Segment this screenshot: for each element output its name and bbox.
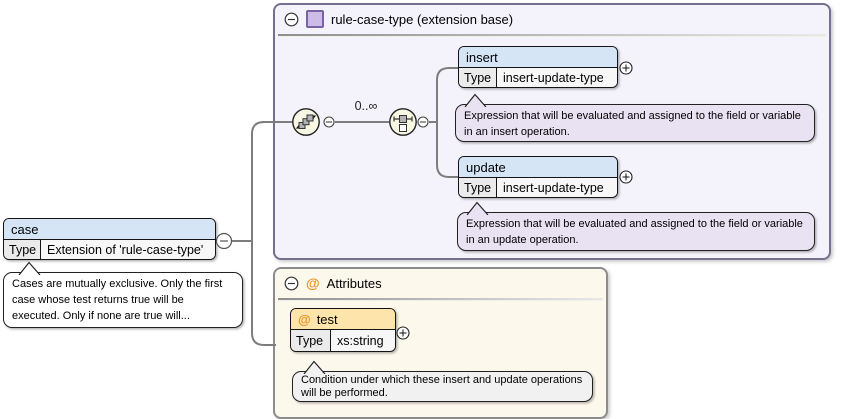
extension-base-title: rule-case-type (extension base)	[331, 11, 514, 27]
annotation-pointer	[464, 93, 487, 107]
occurrence-label: 0..∞	[354, 99, 378, 113]
annotation-text: Expression that will be evaluated and as…	[464, 110, 801, 138]
collapse-icon[interactable]	[215, 232, 233, 250]
header-separator	[278, 34, 826, 37]
type-label: Type	[459, 178, 497, 197]
annotation-text: Cases are mutually exclusive. Only the f…	[12, 278, 223, 322]
attribute-test[interactable]: @ test Type xs:string	[290, 308, 396, 352]
collapse-icon[interactable]	[417, 116, 429, 128]
element-update[interactable]: update Type insert-update-type	[458, 156, 618, 198]
annotation-text: Condition under which these insert and u…	[301, 374, 583, 399]
annotation-update: Expression that will be evaluated and as…	[457, 201, 815, 251]
element-name: insert	[459, 47, 617, 68]
type-value: insert-update-type	[497, 178, 617, 197]
complex-type-icon	[306, 10, 324, 28]
annotation-pointer	[18, 261, 41, 275]
collapse-icon[interactable]	[284, 276, 299, 291]
at-icon: @	[298, 311, 311, 327]
expand-icon[interactable]	[396, 326, 410, 340]
collapse-icon[interactable]	[284, 12, 299, 27]
element-insert[interactable]: insert Type insert-update-type	[458, 46, 618, 88]
element-name: case	[4, 219, 215, 240]
expand-icon[interactable]	[619, 170, 633, 184]
type-label: Type	[291, 330, 331, 351]
type-value: insert-update-type	[497, 68, 617, 87]
annotation-case: Cases are mutually exclusive. Only the f…	[3, 261, 243, 328]
choice-compositor-icon[interactable]	[388, 107, 418, 137]
attributes-title: Attributes	[326, 275, 382, 291]
header-separator	[278, 298, 603, 301]
annotation-text: Expression that will be evaluated and as…	[466, 218, 803, 246]
collapse-icon[interactable]	[323, 116, 335, 128]
type-value: Extension of 'rule-case-type'	[41, 240, 215, 259]
at-icon: @	[306, 275, 320, 291]
type-label: Type	[4, 240, 41, 259]
attributes-header: @ Attributes	[275, 269, 606, 297]
type-label: Type	[459, 68, 497, 87]
extension-base-header: rule-case-type (extension base)	[275, 5, 829, 33]
expand-icon[interactable]	[619, 61, 633, 75]
element-name: update	[459, 157, 617, 178]
annotation-insert: Expression that will be evaluated and as…	[455, 93, 815, 142]
annotation-pointer	[303, 360, 326, 374]
element-case[interactable]: case Type Extension of 'rule-case-type'	[3, 218, 216, 260]
annotation-test: Condition under which these insert and u…	[292, 360, 593, 402]
attribute-name: test	[316, 311, 338, 327]
annotation-pointer	[466, 201, 489, 215]
type-value: xs:string	[331, 330, 395, 351]
sequence-compositor-icon[interactable]	[291, 107, 321, 137]
